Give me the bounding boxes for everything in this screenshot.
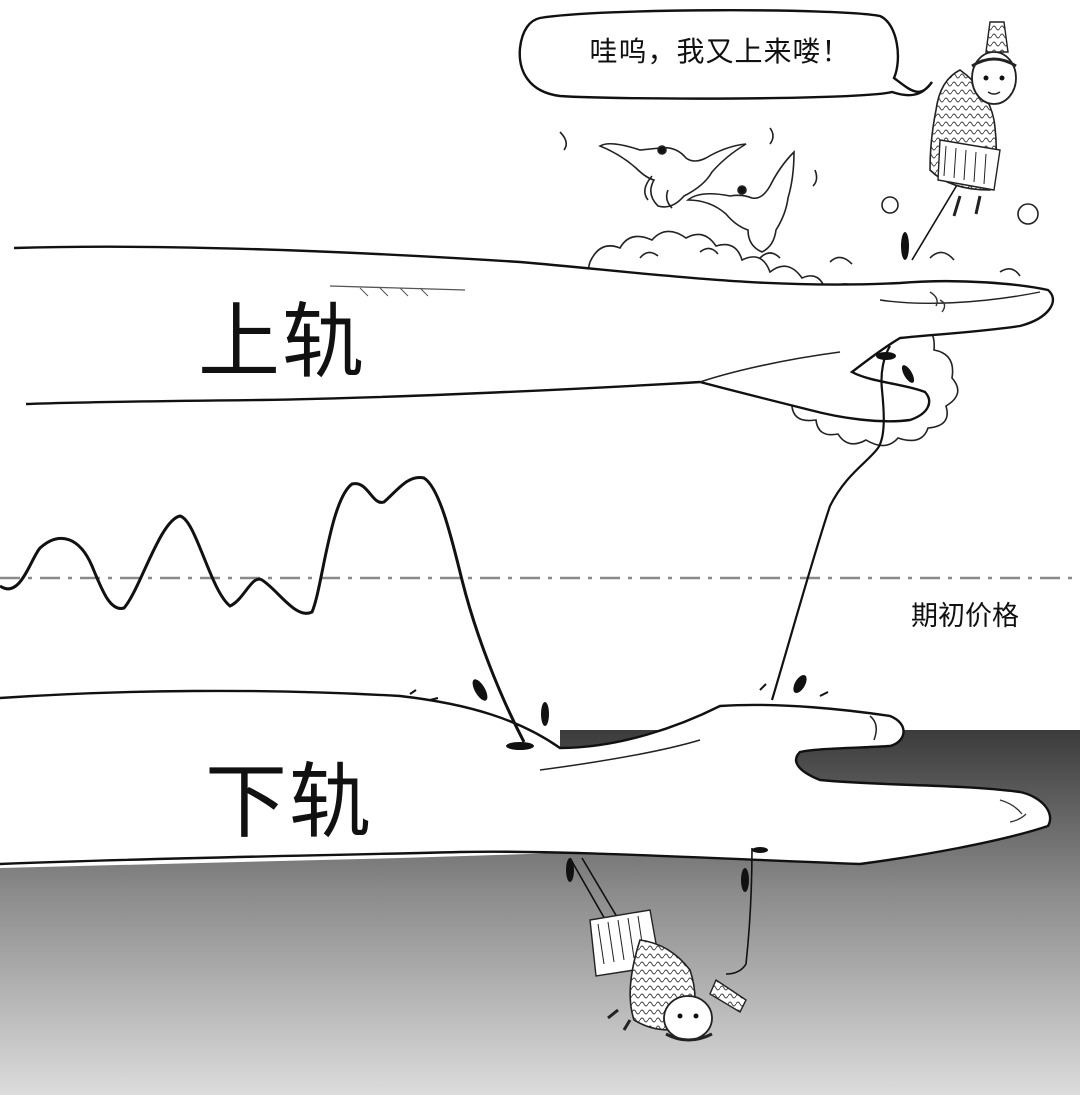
speech-bubble-text: 哇呜，我又上来喽！ (589, 35, 851, 68)
monkey-king-figure-bottom (569, 847, 753, 1042)
lower-band-label: 下轨 (205, 755, 374, 850)
rebound-curve (770, 345, 891, 701)
lower-hand-icon (0, 689, 1052, 866)
upper-hand-icon (13, 245, 1054, 423)
monkey-king-figure-top (911, 21, 1017, 261)
speech-bubble (518, 9, 933, 100)
price-curve (0, 475, 526, 743)
upper-band-label: 上轨 (198, 295, 367, 390)
initial-price-label: 期初价格 (911, 601, 1019, 632)
dove-icon (559, 127, 818, 253)
splash-marks (409, 232, 915, 892)
